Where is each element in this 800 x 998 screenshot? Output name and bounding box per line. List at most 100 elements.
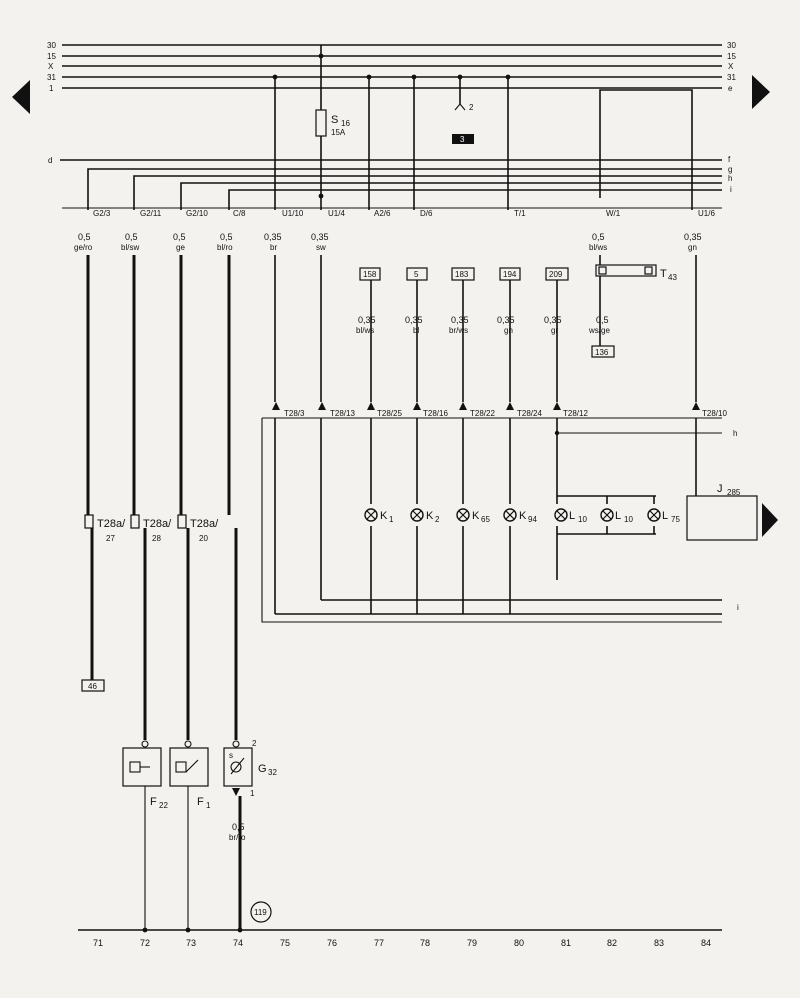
- wire-size: 0,5: [78, 232, 91, 242]
- column-number: 75: [280, 938, 290, 948]
- connector-label: U1/10: [282, 209, 304, 218]
- lamp-feed-wires: [370, 280, 558, 402]
- connector-label: U1/4: [328, 209, 345, 218]
- connector-label: G2/3: [93, 209, 111, 218]
- t28-label: T28/16: [423, 409, 448, 418]
- junction-dot: [142, 927, 148, 933]
- top-connector-labels: G2/3 G2/11 G2/10 C/8 U1/10 U1/4 A2/6 D/6…: [93, 209, 715, 218]
- terminal-icon: [232, 740, 240, 748]
- wire-size: 0,5: [592, 232, 605, 242]
- ground-number: 2: [469, 103, 474, 112]
- line-letter-i: i: [730, 185, 732, 194]
- ref-box-3-label: 3: [460, 135, 465, 144]
- bus-label-30: 30: [47, 41, 56, 50]
- t28a-pin-27: [84, 514, 94, 529]
- bus-label-31: 31: [47, 73, 56, 82]
- t43-pin: [598, 266, 607, 275]
- lamp-k94-sub: 94: [528, 515, 537, 524]
- fuse-rating: 15A: [331, 128, 346, 137]
- wire-size: 0,5: [220, 232, 233, 242]
- lamp-k2-sub: 2: [435, 515, 440, 524]
- bus-lines: [62, 44, 722, 89]
- lamp-cross: [649, 510, 659, 520]
- float-arm: [230, 757, 245, 775]
- connector-label: D/6: [420, 209, 433, 218]
- lamp-l10b-name: L: [615, 510, 621, 522]
- instrument-cluster-outline: [261, 418, 722, 623]
- lamp-k65-sub: 65: [481, 515, 490, 524]
- g32-pin-1: 1: [250, 789, 255, 798]
- continue-arrow-icon[interactable]: [762, 503, 778, 537]
- wire-color: bl/ws: [589, 243, 607, 252]
- line-letter-f: f: [728, 155, 731, 164]
- column-numbers: 71 72 73 74 75 76 77 78 79 80 81 82 83 8…: [93, 938, 711, 948]
- t28-labels: T28/3 T28/13 T28/25 T28/16 T28/22 T28/24…: [284, 409, 727, 418]
- terminal-icon: [184, 740, 192, 748]
- wire-color: bl/sw: [121, 243, 139, 252]
- wire-size: 0,5: [173, 232, 186, 242]
- ref-box-row: [359, 267, 569, 281]
- lamp-cross: [366, 510, 376, 520]
- t28a-label: T28a/: [143, 518, 172, 530]
- column-number: 80: [514, 938, 524, 948]
- t28-arrows: [272, 402, 700, 410]
- fuse-s16: [315, 109, 327, 137]
- t28a-pin-28: [130, 514, 140, 529]
- ref-box-46: [81, 679, 105, 692]
- line-letter-h: h: [728, 174, 732, 183]
- bus-label-30-right: 30: [727, 41, 736, 50]
- t43-sub: 43: [668, 273, 677, 282]
- t43-label: T: [660, 268, 667, 280]
- wire-color: br/ws: [449, 326, 468, 335]
- column-number: 74: [233, 938, 243, 948]
- fuse-junction-dot: [318, 53, 324, 59]
- junction-dot: [457, 74, 463, 80]
- control-unit-j285: [686, 495, 758, 541]
- lamp-l75: [647, 508, 661, 522]
- wire-size: 0,35: [358, 315, 376, 325]
- switch-arm: [185, 759, 199, 773]
- lamp-k2-name: K: [426, 510, 434, 522]
- line-letter-g: g: [728, 165, 732, 174]
- lamp-cross: [458, 510, 468, 520]
- lamp-l75-sub: 75: [671, 515, 680, 524]
- bus-label-1: 1: [49, 84, 54, 93]
- wire-color: ge/ro: [74, 243, 93, 252]
- t43-wire-size: 0,5: [596, 315, 609, 325]
- wire-size: 0,35: [405, 315, 423, 325]
- fuse-label: S: [331, 114, 338, 126]
- g32-wire-size: 0,5: [232, 822, 245, 832]
- bus-label-x: X: [48, 62, 54, 71]
- column-number: 82: [607, 938, 617, 948]
- wire-color: sw: [316, 243, 326, 252]
- next-page-arrow-icon[interactable]: [752, 75, 770, 109]
- t28a-connectors: [84, 514, 187, 529]
- lamp-cross: [505, 510, 515, 520]
- junction-dot: [272, 74, 278, 80]
- t43-pin: [644, 266, 653, 275]
- ground-icon: [454, 103, 466, 111]
- t28-label: T28/3: [284, 409, 305, 418]
- ref-box-label: 158: [363, 270, 377, 279]
- connector-label: T/1: [514, 209, 526, 218]
- e-line-loop: [599, 89, 693, 210]
- ground-ref-label: 119: [254, 908, 267, 917]
- ref-box-label: 183: [455, 270, 469, 279]
- column-number: 81: [561, 938, 571, 948]
- bus-label-15-right: 15: [727, 52, 736, 61]
- connector-label: G2/11: [140, 209, 162, 218]
- terminal-icon: [141, 740, 149, 748]
- lamp-k2: [410, 508, 424, 522]
- t28a-label: T28a/: [97, 518, 126, 530]
- column-number: 72: [140, 938, 150, 948]
- column-number: 78: [420, 938, 430, 948]
- lamp-l10-a: [554, 508, 568, 522]
- g32-wire-color: br/ro: [229, 833, 246, 842]
- column-number: 84: [701, 938, 711, 948]
- prev-page-arrow-icon[interactable]: [12, 80, 30, 114]
- lamp-l75-name: L: [662, 510, 668, 522]
- wire-size: 0,35: [544, 315, 562, 325]
- wire-color: ge: [176, 243, 185, 252]
- sensor-g32-name: G: [258, 763, 267, 775]
